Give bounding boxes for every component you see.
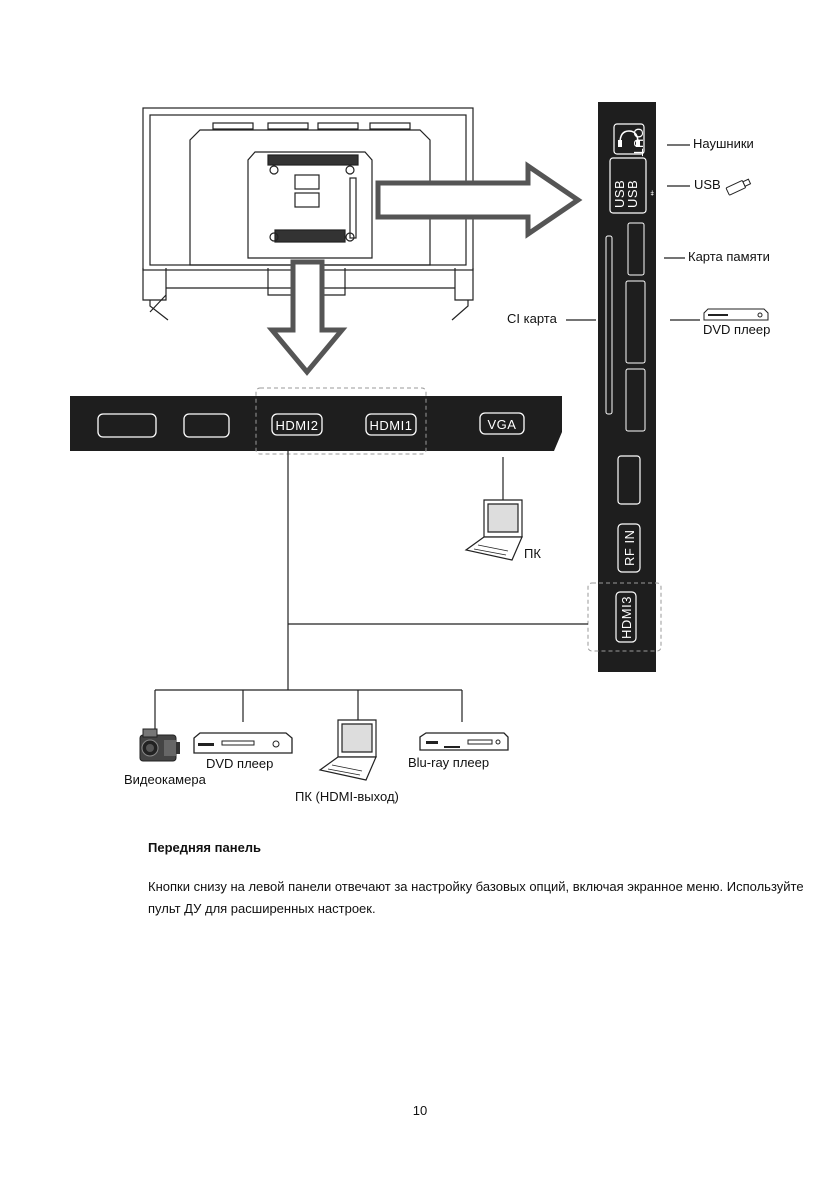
port-hdmi1 — [365, 413, 417, 436]
label-memory-card: Карта памяти — [688, 249, 770, 264]
port-blank-2 — [183, 413, 230, 438]
port-headphone-label: OUT — [631, 128, 646, 157]
camcorder-icon — [139, 728, 180, 762]
connection-diagram: HDMI2 HDMI1 VGA OUT USB USB ⇸ RF IN HDMI… — [70, 102, 769, 781]
down-arrow-icon — [266, 259, 348, 376]
connection-lines — [154, 144, 700, 730]
section-paragraph: Кнопки снизу на левой панели отвечают за… — [148, 879, 804, 916]
tv-back-illustration — [142, 107, 474, 321]
dvd-player-side-icon — [703, 308, 769, 321]
label-bluray: Blu-ray плеер — [408, 755, 490, 770]
laptop-hdmi-icon — [318, 719, 377, 781]
page-number: 10 — [412, 1103, 428, 1118]
port-hdmi2-label: HDMI2 — [276, 418, 319, 433]
label-dvd-side: DVD плеер — [703, 322, 771, 337]
bluray-player-icon — [419, 732, 509, 751]
laptop-vga-icon — [464, 499, 523, 561]
label-camcorder: Видеокамера — [124, 772, 206, 787]
usb-symbol-icon: ⇸ — [648, 190, 655, 196]
port-usb2-label: USB — [625, 180, 640, 208]
label-usb: USB — [694, 177, 721, 192]
headphone-icon — [619, 130, 639, 144]
port-hdmi1-label: HDMI1 — [370, 418, 413, 433]
right-arrow-icon — [375, 161, 583, 239]
label-headphones: Наушники — [693, 136, 754, 151]
label-pc-vga: ПК — [524, 546, 541, 561]
label-ci-card: CI карта — [507, 311, 557, 326]
slot-lower — [625, 368, 646, 432]
port-hdmi3 — [615, 591, 637, 643]
dvd-player-bottom-icon — [193, 732, 293, 754]
label-pc-hdmi: ПК (HDMI-выход) — [295, 789, 399, 804]
slot-memory-card — [627, 222, 645, 276]
port-hdmi3-label: HDMI3 — [619, 596, 634, 639]
port-headphone — [613, 123, 645, 155]
bottom-connector-panel: HDMI2 HDMI1 VGA — [70, 387, 562, 455]
slot-dvd — [625, 280, 646, 364]
port-vga-label: VGA — [488, 417, 517, 432]
slot-blank — [617, 455, 641, 505]
port-rf-in-label: RF IN — [622, 530, 637, 566]
port-usb1-label: USB — [612, 180, 627, 208]
port-blank-1 — [97, 413, 157, 438]
section-heading: Передняя панель — [148, 840, 262, 855]
port-rf-in — [617, 523, 641, 573]
port-vga — [479, 412, 525, 435]
port-usb — [609, 157, 647, 214]
side-connector-panel: OUT USB USB ⇸ RF IN HDMI3 — [587, 102, 662, 672]
usb-stick-icon — [725, 178, 752, 196]
slot-ci-card — [605, 235, 613, 415]
label-dvd-bottom: DVD плеер — [206, 756, 274, 771]
port-hdmi2 — [271, 413, 323, 436]
